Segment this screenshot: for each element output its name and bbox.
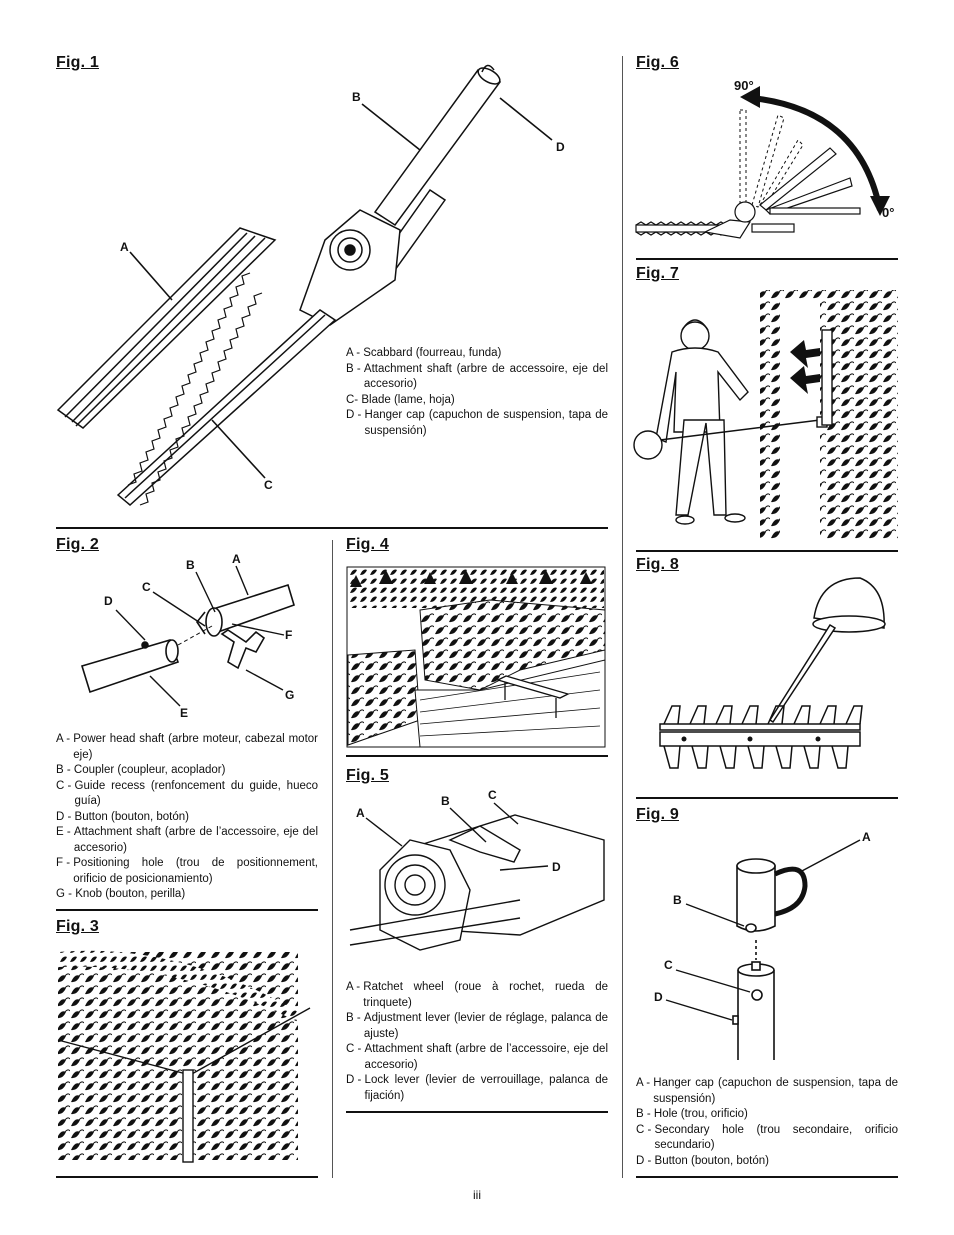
fig1-callout-b: B [352,90,361,104]
fig2-callout-d: D [104,594,113,608]
fig9-bottom-rule [636,1176,898,1178]
fig5-legend: A - Ratchet wheel (roue à rochet, rueda … [346,980,608,1104]
fig5-bottom-rule [346,1111,608,1113]
fig2-legend-item: F - Positioning hole (trou de positionne… [56,857,318,885]
fig6-title: Fig. 6 [636,54,679,71]
fig2-callout-f: F [285,628,293,642]
fig2-callout-b: B [186,558,195,572]
fig9-callout-b: B [673,893,682,907]
column-divider-right [622,56,623,1178]
fig2-legend-item: A - Power head shaft (arbre moteur, cabe… [56,733,318,761]
fig5-legend-item: D - Lock lever (levier de verrouillage, … [346,1074,608,1102]
fig2-callout-g: G [285,688,295,702]
fig8-title: Fig. 8 [636,556,679,573]
fig8-bottom-rule [636,797,898,799]
fig6-bottom-rule [636,258,898,260]
fig2-legend-item: G - Knob (bouton, perilla) [56,888,186,900]
fig1-legend-item: C- Blade (lame, hoja) [346,393,455,406]
fig2-title: Fig. 2 [56,536,99,553]
fig2-bottom-rule [56,909,318,911]
fig3-bottom-rule [56,1176,318,1178]
fig1-legend-item: B - Attachment shaft (arbre de accessoir… [346,362,608,391]
fig2-legend-item: E - Attachment shaft (arbre de l’accesso… [56,826,318,854]
fig5-title: Fig. 5 [346,767,389,784]
fig2-legend-item: B - Coupler (coupleur, acoplador) [56,764,226,776]
fig4-bottom-rule [346,755,608,757]
fig5-legend-item: C - Attachment shaft (arbre de l’accesso… [346,1043,608,1071]
fig5-callout-a: A [356,806,365,820]
fig1-callout-c: C [264,478,273,492]
fig7-bottom-rule [636,550,898,552]
column-divider-left [332,540,333,1178]
fig9-legend: A - Hanger cap (capuchon de suspension, … [636,1076,898,1169]
fig9-callout-a: A [862,830,871,844]
fig9-callout-d: D [654,990,663,1004]
fig5-legend-item: B - Adjustment lever (levier de réglage,… [346,1012,608,1040]
fig1-callout-a: A [120,240,129,254]
fig5-callout-c: C [488,788,497,802]
fig3-title: Fig. 3 [56,918,99,935]
fig6-angle-90-label: 90° [734,78,754,93]
fig6-angle-0-label: 0° [882,205,895,220]
fig5-callout-d: D [552,860,561,874]
fig1-legend-item: D - Hanger cap (capuchon de suspension, … [346,409,608,437]
fig2-legend-item: D - Button (bouton, botón) [56,810,189,823]
fig9-callout-c: C [664,958,673,972]
fig2-legend-item: C - Guide recess (renfoncement du guide,… [56,779,318,808]
fig5-legend-item: A - Ratchet wheel (roue à rochet, rueda … [346,981,608,1009]
fig9-legend-item: D - Button (bouton, botón) [636,1154,769,1167]
fig5-callout-b: B [441,794,450,808]
fig2-legend: A - Power head shaft (arbre moteur, cabe… [56,732,318,903]
fig2-callout-e: E [180,706,189,720]
fig9-legend-item: A - Hanger cap (capuchon de suspension, … [636,1077,898,1105]
page-number: iii [473,1188,481,1202]
fig4-title: Fig. 4 [346,536,389,553]
fig9-legend-item: C - Secondary hole (trou secondaire, ori… [636,1123,898,1152]
fig1-title: Fig. 1 [56,54,99,71]
fig2-callout-c: C [142,580,151,594]
fig2-callout-a: A [232,552,241,566]
fig1-bottom-rule [56,527,608,529]
fig1-callout-d: D [556,140,565,154]
fig1-legend-item: A - Scabbard (fourreau, funda) [346,347,502,359]
fig9-legend-item: B - Hole (trou, orificio) [636,1108,748,1120]
fig1-legend: A - Scabbard (fourreau, funda) B - Attac… [346,346,608,439]
fig7-title: Fig. 7 [636,265,679,282]
fig9-title: Fig. 9 [636,806,679,823]
